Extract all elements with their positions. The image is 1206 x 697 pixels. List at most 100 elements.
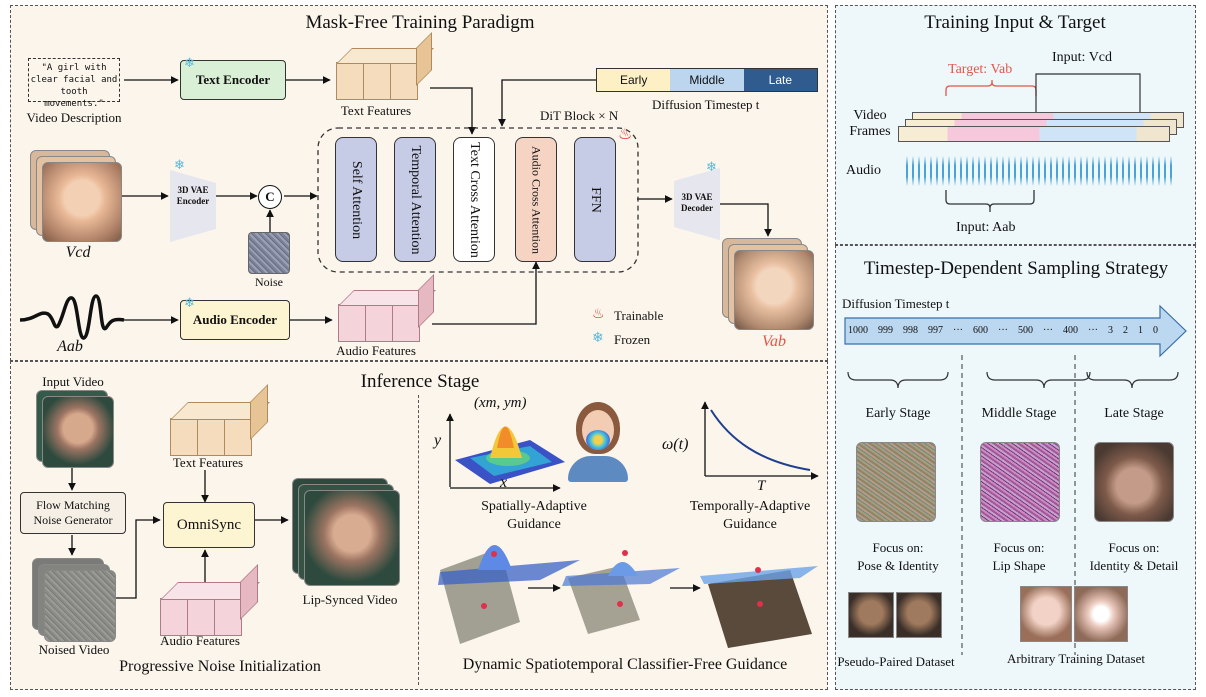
tick: 1000 (848, 325, 868, 336)
audio-encoder-label: Audio Encoder (192, 312, 278, 327)
tick: 998 (903, 325, 918, 336)
vae-decoder (674, 168, 720, 240)
flow-matching-box: Flow Matching Noise Generator (20, 492, 126, 534)
vae-encoder (170, 170, 216, 242)
vae-decoder-label: 3D VAE Decoder (681, 192, 713, 213)
flame-icon: ♨ (592, 306, 605, 322)
tick: 400 (1063, 325, 1078, 336)
text-features-cube (336, 32, 434, 100)
middle-focus: Focus on: (993, 540, 1045, 555)
T-label: T (757, 478, 766, 494)
arbitrary-label: Arbitrary Training Dataset (1007, 651, 1145, 666)
inference-audio-features-label: Audio Features (160, 633, 240, 648)
tick: ··· (953, 325, 963, 336)
timestep-ticks: 1000 999 998 997 ··· 600 ··· 500 ··· 400… (848, 325, 1158, 336)
early-detail: Pose & Identity (857, 558, 939, 573)
pseudo-paired-image-1 (848, 592, 894, 638)
tick: 3 (1108, 325, 1113, 336)
vab-label: Vab (762, 333, 786, 350)
inference-divider (418, 395, 419, 685)
noised-video-label: Noised Video (38, 642, 110, 657)
late-focus: Focus on: (1108, 540, 1160, 555)
xm-ym-label: (xm, ym) (474, 395, 527, 411)
timestep-early: Early (597, 69, 671, 91)
snowflake-icon: ❄ (184, 296, 195, 311)
timestep-middle: Middle (670, 69, 744, 91)
pseudo-paired-label: Pseudo-Paired Dataset (837, 654, 955, 669)
text-cross-attention-block: Text Cross Attention (453, 137, 495, 262)
video-description-label: Video Description (26, 110, 122, 125)
temporal-attention-block: Temporal Attention (394, 137, 436, 262)
input-video-frame-front (42, 396, 114, 468)
training-title: Mask-Free Training Paradigm (305, 12, 535, 33)
temporal-guidance-label: Temporally-Adaptive Guidance (689, 499, 811, 532)
flame-icon: ♨ (618, 124, 633, 143)
inference-audio-features-cube (160, 564, 260, 636)
video-description-box: "A girl with clear facial and tooth move… (28, 58, 120, 109)
vae-encoder-label: 3D VAE Encoder (176, 185, 210, 206)
late-stage-label: Late Stage (1104, 406, 1164, 421)
vcd-label: Vcd (65, 244, 91, 261)
diffusion-timestep-label: Diffusion Timestep t (652, 97, 760, 112)
audio-encoder-box: Audio Encoder (180, 300, 290, 340)
tick: 500 (1018, 325, 1033, 336)
early-stage-image (856, 442, 936, 522)
middle-stage-label: Middle Stage (981, 406, 1057, 421)
text-encoder-label: Text Encoder (195, 72, 271, 87)
dynamic-cfg-label: Dynamic Spatiotemporal Classifier-Free G… (462, 656, 788, 673)
snowflake-icon: ❄ (174, 158, 185, 173)
timestep-late: Late (743, 69, 817, 91)
audio-features-label: Audio Features (336, 343, 416, 358)
io-audio-waveform (906, 152, 1176, 190)
lip-synced-label: Lip-Synced Video (302, 592, 398, 607)
audio-cross-attention-block: Audio Cross Attention (515, 137, 557, 262)
concat-node: C (258, 185, 282, 209)
arbitrary-image-1 (1020, 586, 1072, 642)
spatial-guidance-label: Spatially-Adaptive Guidance (481, 499, 587, 532)
vab-frame-front (734, 250, 814, 330)
tick: ··· (998, 325, 1008, 336)
snowflake-icon: ❄ (184, 56, 195, 71)
gaussian-surface (455, 426, 565, 484)
input-v-label: Input: Vcd (1052, 50, 1113, 65)
face-heatmap-icon (568, 400, 628, 482)
inference-text-features-label: Text Features (172, 455, 244, 470)
y-axis-label: y (434, 432, 442, 449)
tick: ··· (1088, 325, 1098, 336)
tick: 1 (1138, 325, 1143, 336)
noise-image (248, 232, 290, 274)
late-stage-image (1094, 442, 1174, 522)
inference-text-features-cube (170, 384, 270, 456)
dit-block-label: DiT Block × N (540, 108, 619, 123)
late-detail: Identity & Detail (1089, 558, 1179, 573)
noised-video-frame-front (44, 570, 116, 642)
sampling-timestep-label: Diffusion Timestep t (842, 296, 950, 311)
ffn-block: FFN (574, 137, 616, 262)
snowflake-icon: ❄ (706, 160, 717, 175)
middle-stage-image (980, 442, 1060, 522)
x-axis-label: x (500, 474, 508, 491)
pseudo-paired-image-2 (896, 592, 942, 638)
tick: 600 (973, 325, 988, 336)
self-attention-block: Self Attention (335, 137, 377, 262)
io-title: Training Input & Target (924, 12, 1106, 33)
omnisync-label: OmniSync (176, 516, 242, 533)
video-frames-strip-front (898, 126, 1170, 142)
noise-label: Noise (255, 275, 283, 289)
text-features-label: Text Features (340, 103, 412, 118)
input-video-label: Input Video (42, 374, 104, 389)
legend-frozen: Frozen (614, 332, 651, 347)
omega-label: ω(t) (662, 436, 689, 453)
cfg-sequence (438, 545, 818, 648)
inference-title: Inference Stage (360, 371, 480, 392)
middle-detail: Lip Shape (992, 558, 1046, 573)
flow-matching-label: Flow Matching Noise Generator (33, 498, 113, 527)
omnisync-box: OmniSync (163, 502, 255, 548)
arbitrary-image-2 (1074, 586, 1128, 642)
tick: ··· (1043, 325, 1053, 336)
audio-features-cube (338, 274, 436, 342)
tick: 2 (1123, 325, 1128, 336)
audio-label: Audio (846, 163, 881, 178)
progressive-label: Progressive Noise Initialization (119, 658, 321, 675)
